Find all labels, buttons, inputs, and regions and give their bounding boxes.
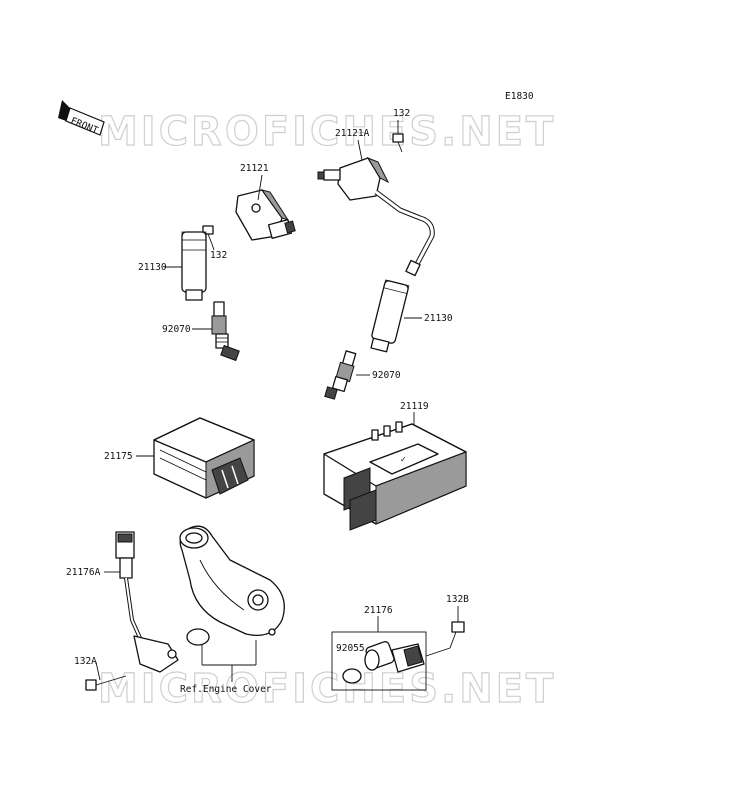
label-21119: 21119	[400, 401, 429, 412]
ignition-coil-left	[169, 174, 296, 241]
label-21176: 21176	[364, 605, 393, 616]
spark-plug-right	[324, 350, 357, 400]
label-92070-left: 92070	[162, 324, 191, 335]
label-21176A: 21176A	[66, 567, 101, 578]
o-ring-left	[186, 628, 210, 646]
bolt-132A	[85, 675, 127, 691]
label-132-top: 132	[393, 108, 410, 119]
regulator-unit	[153, 417, 255, 499]
bolt-132-mid	[202, 225, 214, 245]
label-132B: 132B	[446, 594, 469, 605]
o-ring-92055	[342, 668, 362, 684]
sensor-21176	[364, 641, 425, 673]
label-21175: 21175	[104, 451, 133, 462]
front-arrow-icon: FRONT	[58, 100, 105, 137]
ignition-coil-right	[317, 156, 435, 277]
label-21130-left: 21130	[138, 262, 167, 273]
diagram-code: E1830	[505, 91, 534, 102]
ecu-logo-icon: ✓	[400, 455, 407, 464]
bolt-132B	[449, 621, 465, 649]
plug-cap-left	[181, 231, 207, 301]
label-21121: 21121	[240, 163, 269, 174]
watermark-top: MICROFICHES.NET	[98, 109, 556, 155]
engine-cover	[179, 525, 285, 637]
label-132-mid: 132	[210, 250, 227, 261]
watermark-bottom: MICROFICHES.NET	[98, 666, 556, 712]
sensor-group-bracket	[331, 631, 427, 691]
label-92055: 92055	[336, 643, 365, 654]
ecu-unit: ✓	[323, 421, 467, 531]
sensor-21176A	[115, 531, 179, 673]
label-21121A: 21121A	[335, 128, 370, 139]
label-21130-right: 21130	[424, 313, 453, 324]
label-92070-right: 92070	[372, 370, 401, 381]
ref-engine-cover-note: Ref.Engine Cover	[180, 684, 272, 695]
label-132A: 132A	[74, 656, 97, 667]
plug-cap-right	[370, 279, 410, 353]
spark-plug-left	[211, 301, 240, 362]
